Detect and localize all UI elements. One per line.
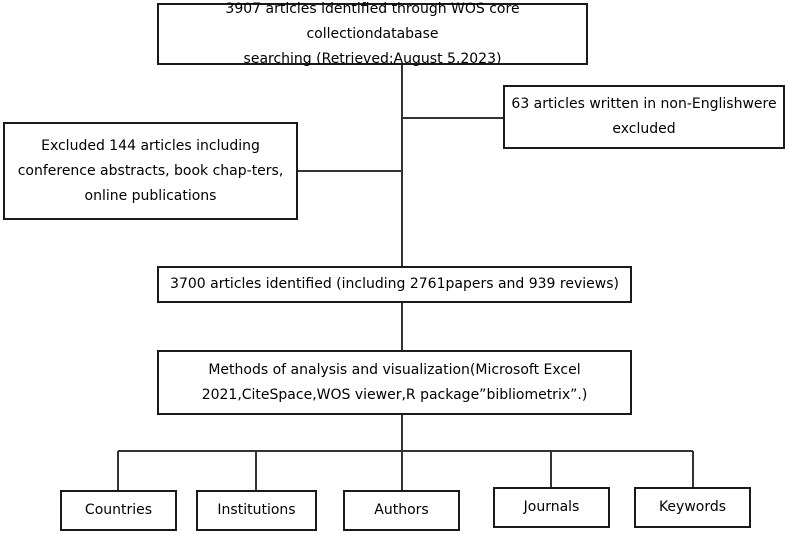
methods-line-2: 2021,CiteSpace,WOS viewer,R package”bibl…: [201, 386, 588, 403]
keywords-box: Keywords: [634, 487, 751, 528]
excluded-line-3: online publications: [84, 187, 217, 204]
screened-articles-box: 3700 articles identified (including 2761…: [157, 266, 632, 303]
excluded-line-1: Excluded 144 articles including: [41, 137, 260, 154]
keywords-label: Keywords: [658, 499, 727, 515]
authors-box: Authors: [343, 490, 460, 531]
countries-label: Countries: [84, 502, 153, 518]
analysis-methods-box: Methods of analysis and visualization(Mi…: [157, 350, 632, 415]
identified-line-1: 3907 articles identified through WOS cor…: [225, 0, 520, 42]
countries-box: Countries: [60, 490, 177, 531]
non-english-line-2: excluded: [612, 121, 676, 137]
identified-line-2: searching (Retrieved:August 5,2023): [243, 50, 502, 67]
journals-label: Journals: [523, 499, 580, 515]
excluded-types-box: Excluded 144 articles including conferen…: [3, 122, 298, 220]
journals-box: Journals: [493, 487, 610, 528]
screened-line-1: 3700 articles identified (including 2761…: [170, 276, 619, 292]
methods-line-1: Methods of analysis and visualization(Mi…: [208, 361, 581, 378]
identified-articles-box: 3907 articles identified through WOS cor…: [157, 0, 588, 67]
institutions-box: Institutions: [196, 490, 317, 531]
excluded-line-2: conference abstracts, book chap-ters,: [17, 162, 284, 179]
authors-label: Authors: [374, 502, 429, 518]
institutions-label: Institutions: [217, 502, 296, 518]
non-english-line-1: 63 articles written in non-Englishwere: [511, 96, 777, 112]
non-english-excluded-box: 63 articles written in non-Englishwere e…: [503, 85, 785, 149]
